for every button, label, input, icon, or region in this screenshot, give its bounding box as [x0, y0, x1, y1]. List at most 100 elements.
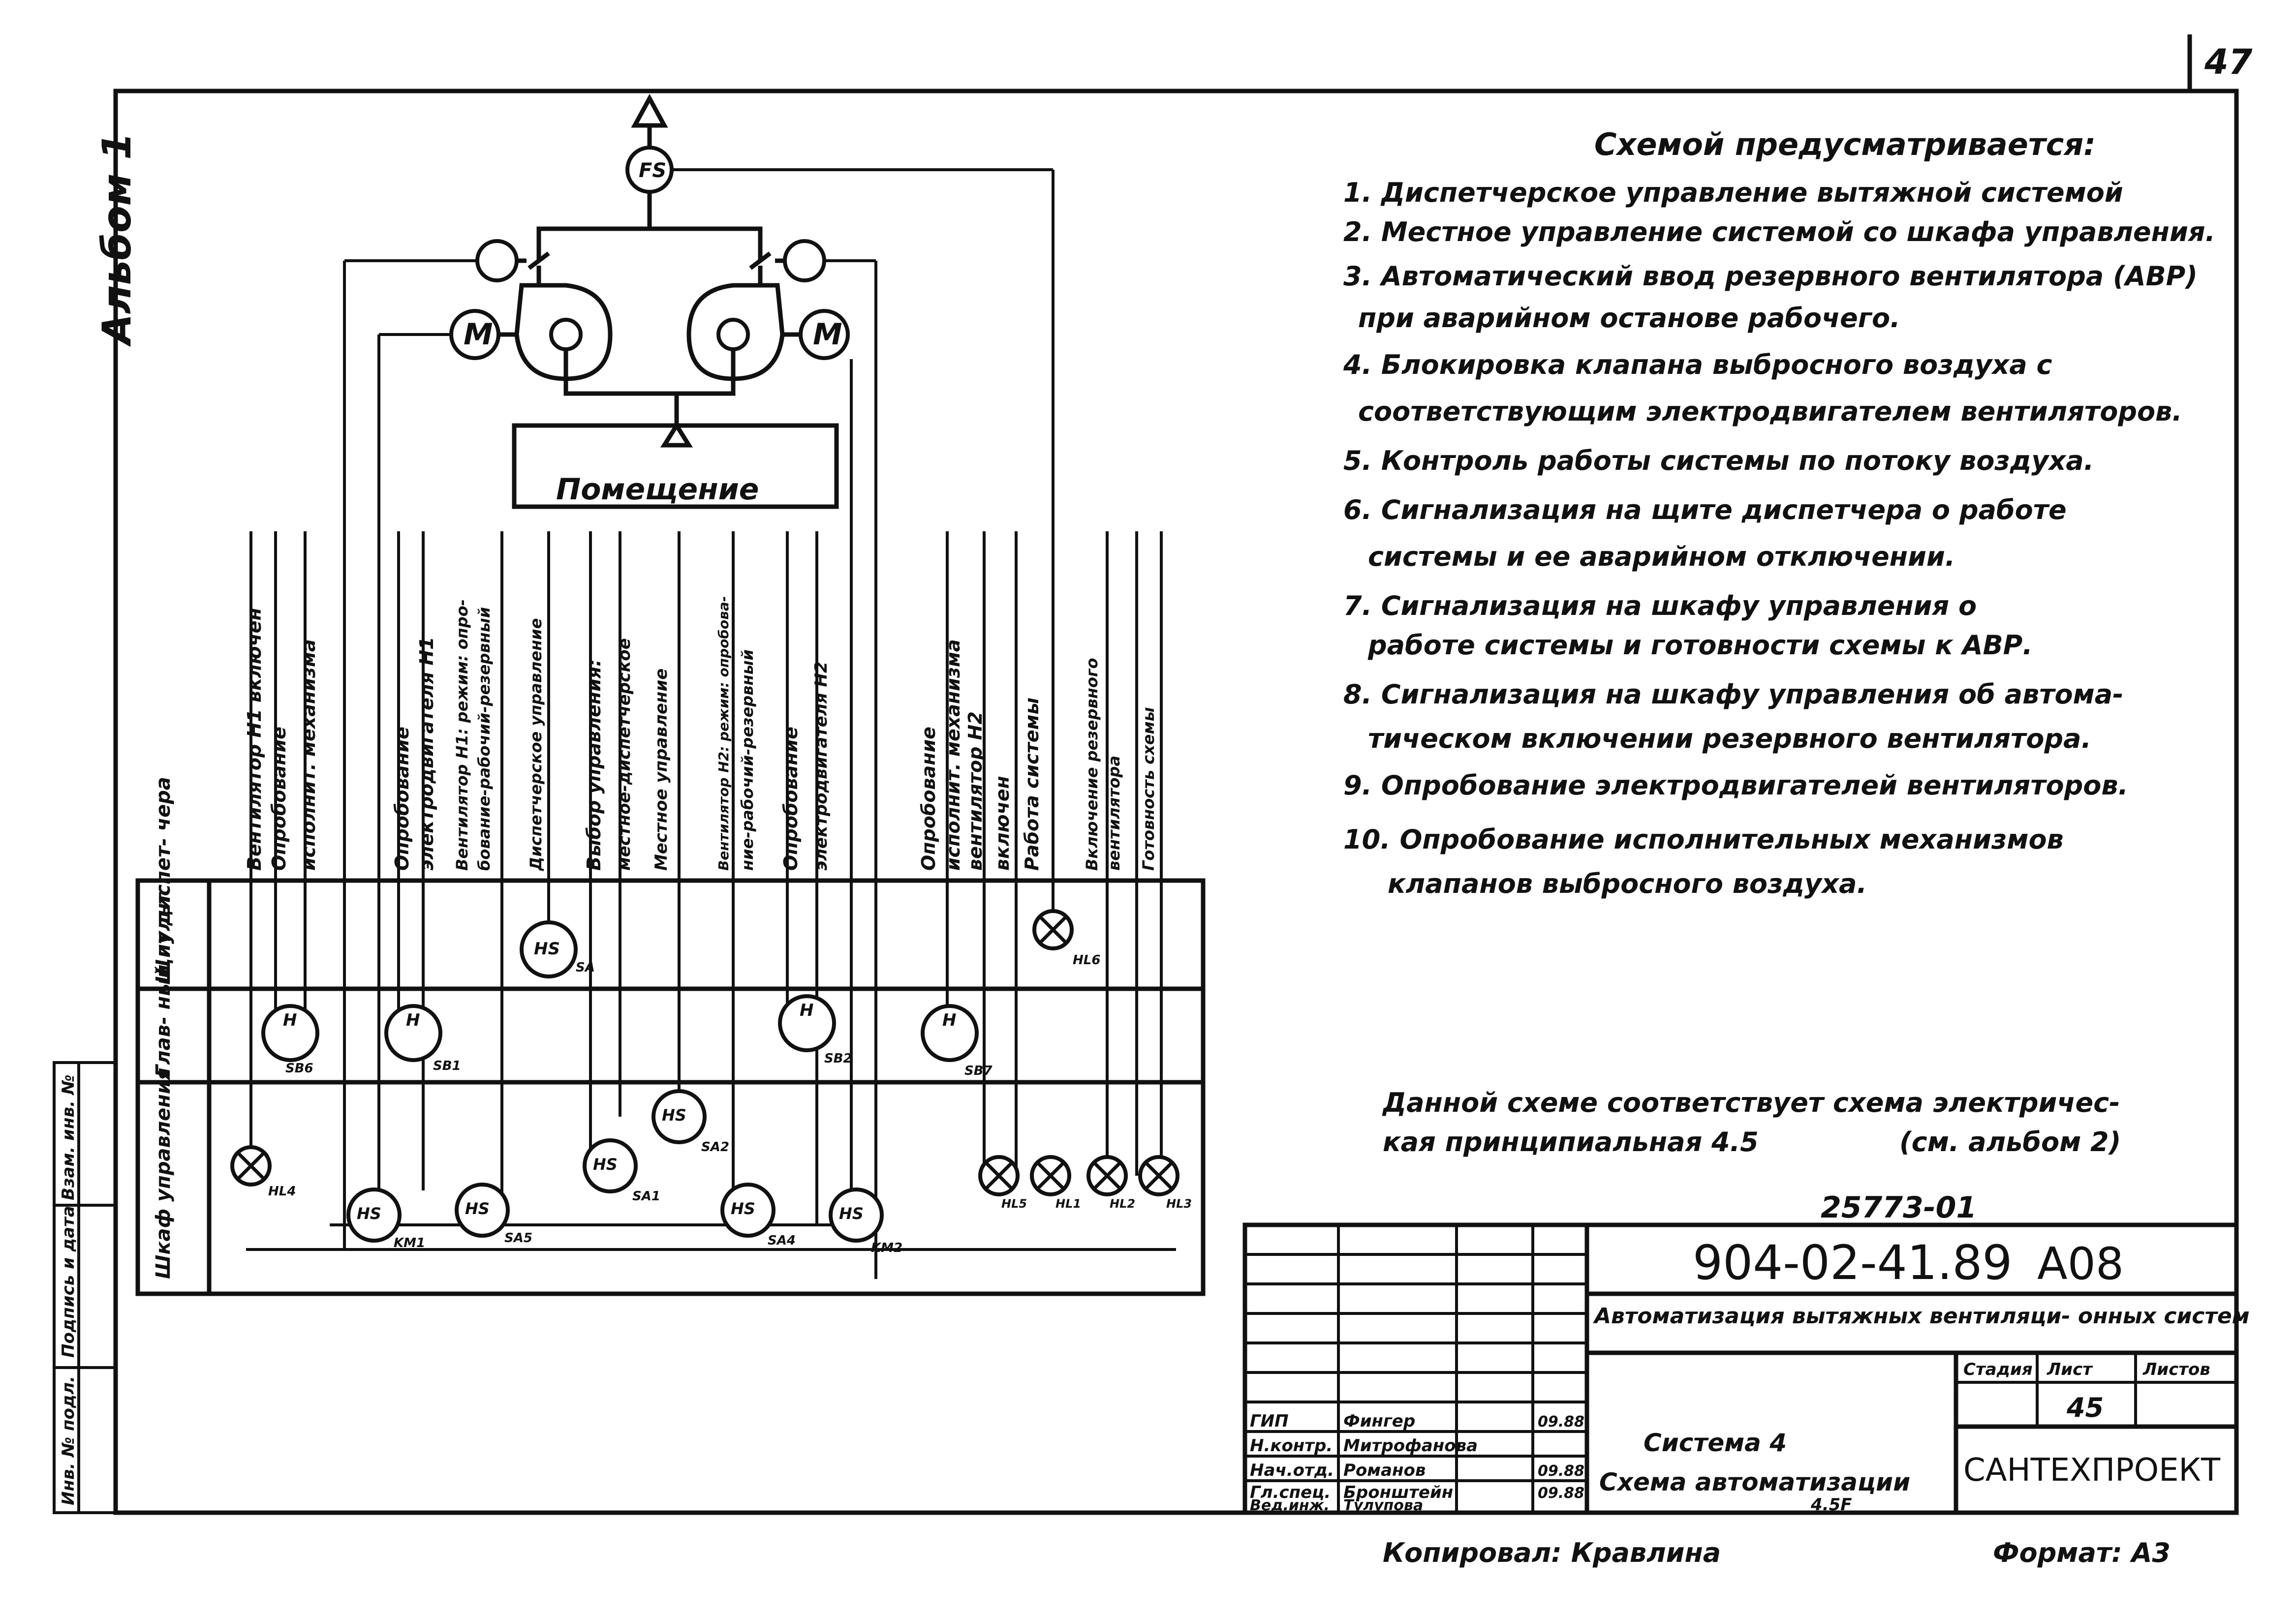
button-sb1: [384, 1004, 442, 1062]
switch-sa: [520, 920, 578, 978]
svg-text:HS: HS: [357, 1204, 381, 1223]
svg-text:KM1: KM1: [394, 1236, 425, 1250]
svg-text:SA: SA: [576, 960, 595, 975]
row-label-dispatch: Щит диспет- чера: [152, 777, 175, 984]
svg-text:вентилятора: вентилятора: [1105, 756, 1123, 871]
svg-text:Опробование: Опробование: [268, 727, 290, 871]
damper-actuator-left: [475, 239, 519, 282]
copied-by: Копировал: Кравлина: [1383, 1537, 1721, 1568]
relay-km2: [829, 1188, 884, 1243]
room-box: [512, 423, 839, 509]
svg-text:Диспетчерское управление: Диспетчерское управление: [527, 618, 545, 871]
lamp-hl5: [978, 1155, 1020, 1196]
svg-text:SA5: SA5: [504, 1231, 532, 1246]
reference-line-3: (см. альбом 2): [1899, 1127, 2121, 1158]
svg-text:HL4: HL4: [268, 1184, 296, 1199]
svg-text:Вентилятор Н1 включен: Вентилятор Н1 включен: [244, 608, 265, 871]
svg-text:4. Блокировка клапана выбросно: 4. Блокировка клапана выбросного воздуха…: [1343, 349, 2052, 380]
format-label: Формат: А3: [1993, 1537, 2171, 1568]
button-sb6: [261, 1004, 319, 1062]
title-block: [1242, 1222, 2239, 1515]
svg-text:при аварийном останове рабочег: при аварийном останове рабочего.: [1358, 303, 1900, 334]
svg-text:Включение резервного: Включение резервного: [1083, 658, 1101, 871]
svg-text:Работа системы: Работа системы: [1021, 698, 1043, 871]
svg-text:Фингер: Фингер: [1343, 1411, 1415, 1431]
svg-text:Вентилятор Н2: режим: опробова: Вентилятор Н2: режим: опробова-: [715, 596, 732, 871]
svg-text:HS: HS: [593, 1155, 618, 1174]
svg-text:ГИП: ГИП: [1250, 1411, 1289, 1431]
svg-text:Романов: Романов: [1343, 1461, 1426, 1480]
lamp-hl2: [1086, 1155, 1128, 1196]
signers: ГИП Фингер 09.88 Н.контр. Митрофанова На…: [1250, 1411, 1584, 1514]
album-label: Альбом 1: [94, 132, 140, 347]
svg-text:9. Опробование электродвигател: 9. Опробование электродвигателей вентиля…: [1343, 770, 2128, 801]
sheet-value: 45: [2066, 1392, 2104, 1423]
svg-text:HL6: HL6: [1073, 953, 1100, 968]
relay-km1: [346, 1188, 402, 1243]
svg-text:H: H: [942, 1010, 956, 1030]
exhaust-arrow: [631, 93, 668, 128]
damper-left: [527, 251, 550, 270]
svg-text:H: H: [406, 1010, 420, 1030]
svg-text:5. Контроль работы системы по: 5. Контроль работы системы по потоку воз…: [1343, 445, 2094, 476]
svg-text:SB1: SB1: [433, 1059, 461, 1073]
svg-text:7. Сигнализация на шкафу управ: 7. Сигнализация на шкафу управления о: [1343, 590, 1977, 621]
row-label-cabinet: Шкаф управления: [152, 1067, 175, 1279]
set-code: А08: [2037, 1238, 2124, 1290]
lamp-hl6: [1032, 909, 1074, 950]
svg-text:HS: HS: [839, 1204, 864, 1223]
svg-text:SB6: SB6: [285, 1061, 313, 1076]
svg-text:10. Опробование исполнительных: 10. Опробование исполнительных механизмо…: [1343, 824, 2064, 855]
switch-sa5: [455, 1183, 510, 1238]
svg-text:Н.контр.: Н.контр.: [1250, 1436, 1333, 1456]
motor-m1: [449, 309, 500, 360]
svg-text:HL5: HL5: [1001, 1197, 1027, 1211]
drawing-sub: 4.5F: [1810, 1495, 1852, 1515]
notes-heading: Схемой предусматривается:: [1594, 126, 2096, 162]
svg-text:соответствующим электродвигате: соответствующим электродвигателем вентил…: [1358, 396, 2182, 427]
svg-text:6. Сигнализация на щите диспет: 6. Сигнализация на щите диспетчера о раб…: [1343, 494, 2067, 525]
stage-header: Стадия: [1963, 1360, 2033, 1379]
svg-text:исполнит. механизма: исполнит. механизма: [942, 639, 964, 871]
room-label: Помещение: [556, 472, 759, 507]
svg-text:09.88: 09.88: [1538, 1463, 1584, 1480]
sheets-header: Листов: [2142, 1360, 2210, 1379]
svg-text:клапанов выбросного воздуха.: клапанов выбросного воздуха.: [1388, 868, 1867, 899]
row-label-panel: Глав- ный пульт: [152, 891, 175, 1077]
motor-m2-label: M: [813, 317, 842, 352]
inventory-number: 25773-01: [1821, 1190, 1977, 1225]
svg-text:SA2: SA2: [701, 1140, 729, 1155]
button-sb2: [778, 994, 836, 1052]
svg-text:тическом включении резервного: тическом включении резервного вентилятор…: [1368, 723, 2091, 754]
svg-text:Вентилятор Н1: режим: опро-: Вентилятор Н1: режим: опро-: [453, 599, 471, 871]
lamp-hl4: [230, 1145, 272, 1187]
svg-text:HS: HS: [534, 939, 560, 959]
svg-text:SB7: SB7: [964, 1064, 993, 1078]
lamp-hl1: [1030, 1155, 1071, 1196]
svg-text:HS: HS: [465, 1199, 490, 1218]
svg-text:Вед.инж.: Вед.инж.: [1250, 1497, 1330, 1514]
svg-text:Нач.отд.: Нач.отд.: [1250, 1461, 1334, 1480]
damper-actuator-right: [783, 239, 826, 282]
svg-text:местное-диспетчерское: местное-диспетчерское: [615, 638, 634, 871]
svg-text:HL1: HL1: [1055, 1197, 1081, 1211]
svg-text:системы и ее аварийном отключе: системы и ее аварийном отключении.: [1368, 541, 1955, 572]
svg-text:09.88: 09.88: [1538, 1485, 1584, 1502]
org-name: САНТЕХПРОЕКТ: [1963, 1452, 2221, 1489]
drawing-title: Схема автоматизации: [1599, 1468, 1910, 1496]
notes-list: 1. Диспетчерское управление вытяжной сис…: [1343, 177, 2215, 899]
project-title: Автоматизация вытяжных вентиляци- онных …: [1593, 1304, 2250, 1329]
svg-text:SB2: SB2: [824, 1051, 852, 1066]
svg-text:8. Сигнализация на шкафу управ: 8. Сигнализация на шкафу управления об а…: [1343, 679, 2124, 710]
stamp-sign: Подпись и дата: [59, 1206, 78, 1358]
stamp-replace: Взам. инв. №: [59, 1074, 78, 1200]
svg-text:Выбор управления:: Выбор управления:: [583, 659, 605, 871]
switch-sa2: [652, 1089, 707, 1144]
svg-text:вентилятор Н2: вентилятор Н2: [964, 711, 986, 871]
motor-m1-label: M: [464, 317, 493, 352]
lamp-hl3: [1138, 1155, 1179, 1196]
fs-label: FS: [639, 159, 666, 182]
svg-text:Гл.спец.: Гл.спец.: [1250, 1483, 1331, 1502]
fan-h2: [686, 283, 785, 381]
